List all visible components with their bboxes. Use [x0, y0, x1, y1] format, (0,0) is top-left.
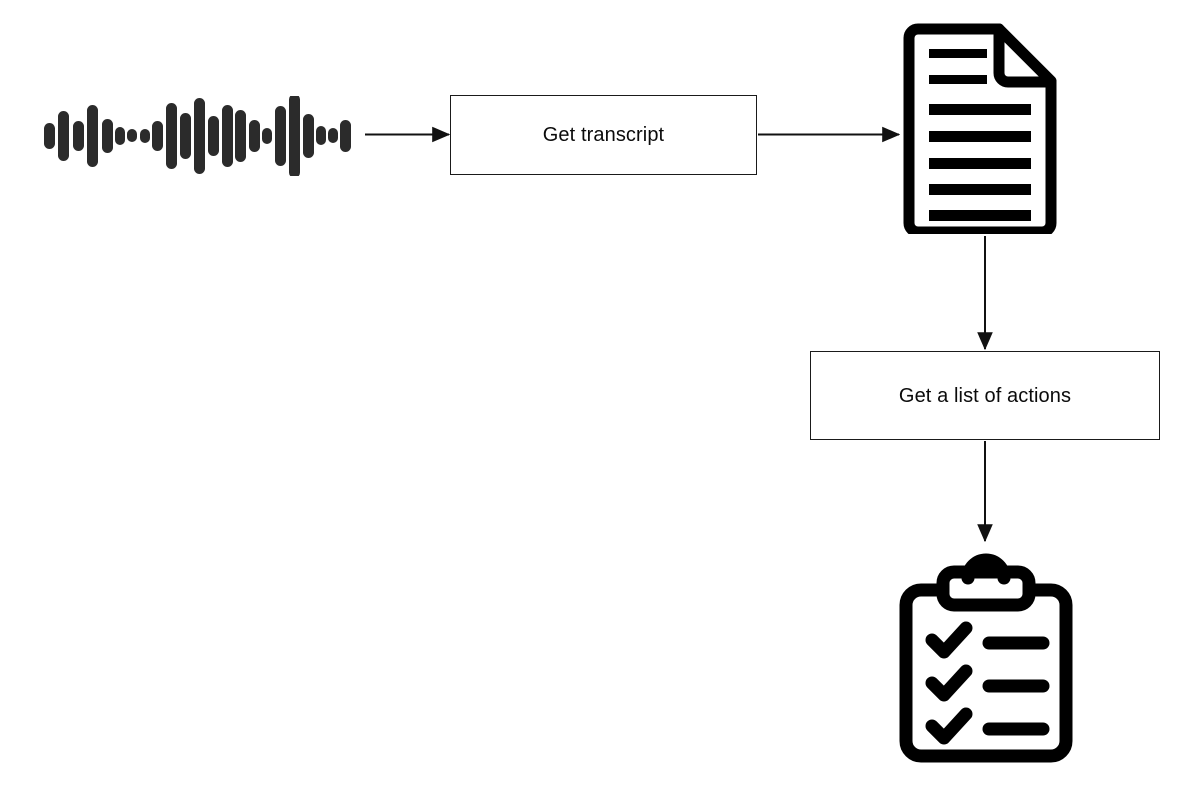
process-box-get-transcript-label: Get transcript — [542, 124, 665, 146]
document-icon — [902, 18, 1062, 238]
document-svg — [903, 23, 1057, 238]
check-icon-1 — [925, 621, 973, 659]
clipboard-checklist-icon — [895, 552, 1077, 764]
process-box-get-actions[interactable]: Get a list of actions — [810, 351, 1160, 440]
waveform-bars — [44, 94, 351, 178]
process-box-get-transcript[interactable]: Get transcript — [450, 95, 757, 175]
clipboard-svg — [899, 553, 1073, 763]
clipboard-item-lines — [982, 636, 1050, 736]
process-box-get-actions-label: Get a list of actions — [898, 384, 1072, 407]
document-fold-icon — [993, 23, 1057, 88]
clipboard-checkmarks — [925, 621, 973, 745]
audio-waveform-svg — [44, 94, 351, 178]
document-page-outline — [903, 23, 1057, 238]
check-icon-3 — [925, 707, 973, 745]
clipboard-clip — [936, 565, 1036, 612]
document-text-lines — [929, 49, 1031, 221]
audio-waveform-icon — [40, 94, 355, 178]
check-icon-2 — [925, 664, 973, 702]
clipboard-clip-arch-icon — [961, 553, 1011, 585]
